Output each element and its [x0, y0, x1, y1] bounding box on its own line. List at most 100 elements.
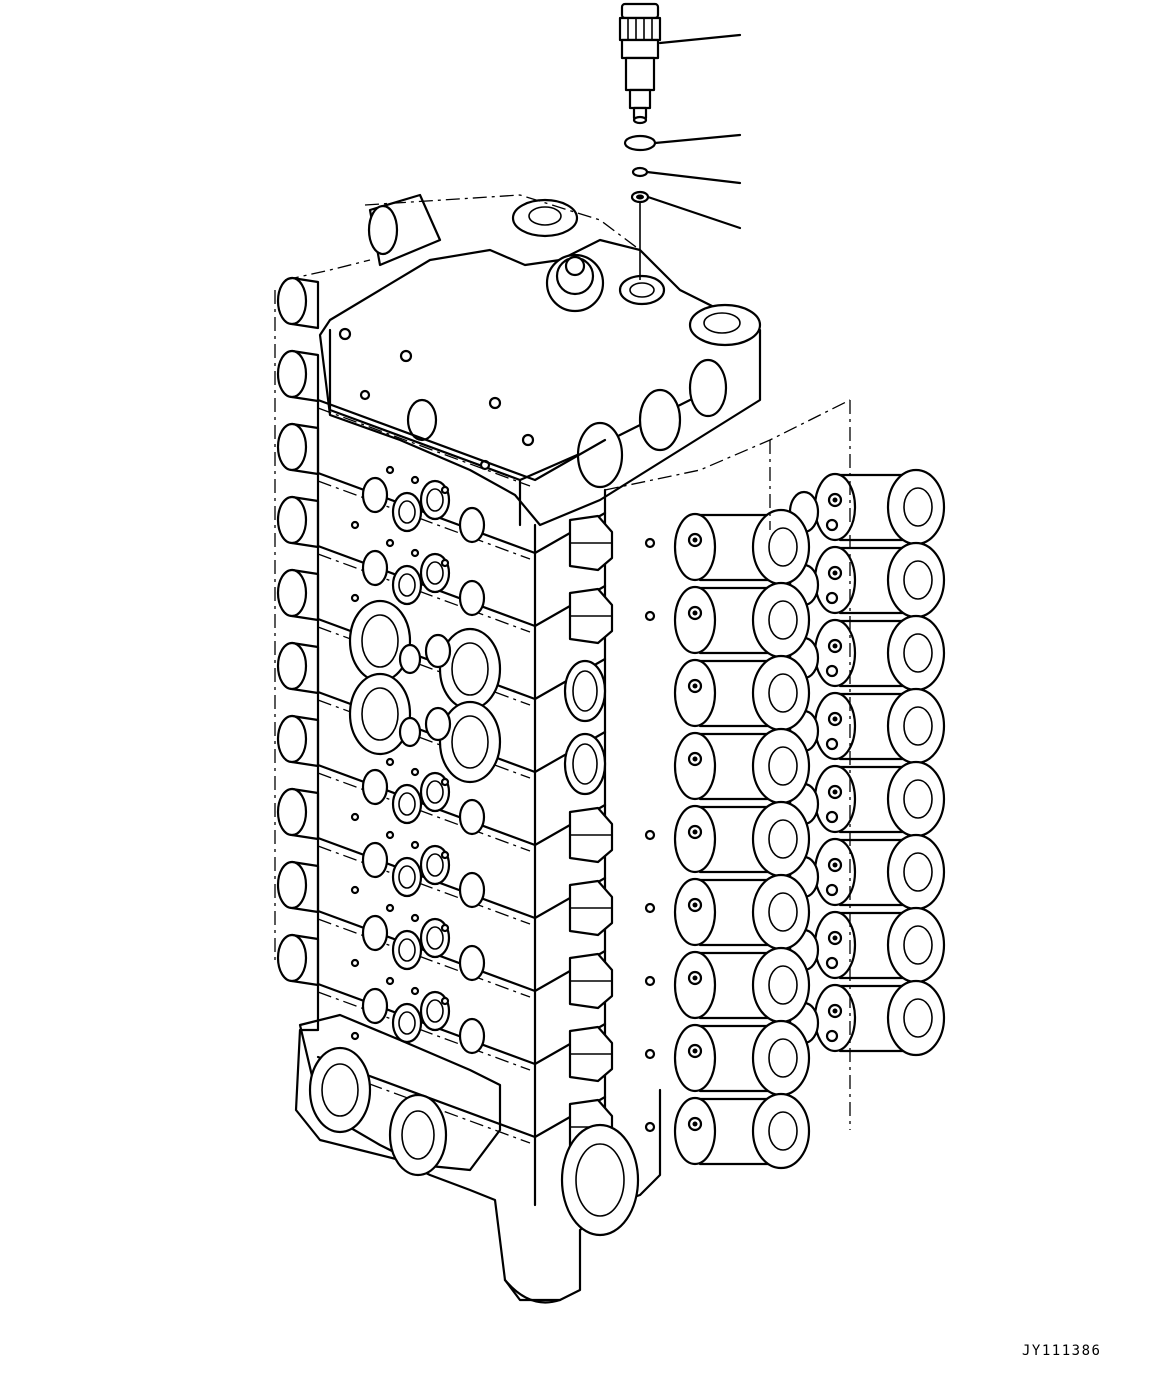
solenoid-end-cap [751, 873, 811, 951]
bolt-hole [440, 850, 450, 860]
port [361, 476, 389, 514]
solenoid-end-cap [751, 727, 811, 805]
section-phantom [317, 553, 531, 633]
solenoid-end-bore [768, 527, 798, 567]
solenoid-end-bore [903, 925, 933, 965]
bolt-hole [350, 593, 360, 603]
solenoid-end-cap [751, 581, 811, 659]
section-divider [316, 909, 607, 993]
solenoid-end-cap [751, 800, 811, 878]
side-plug-body [290, 276, 320, 330]
section-phantom [317, 918, 531, 998]
side-plug-body [290, 860, 320, 914]
bolt-hole [410, 475, 420, 485]
seal-port-bore [398, 1011, 416, 1035]
solenoid-valve [673, 508, 811, 586]
solenoid-pin [692, 610, 698, 616]
callout-leaders [645, 33, 742, 230]
port [458, 506, 486, 544]
port [361, 987, 389, 1025]
side-plug-body [290, 568, 320, 622]
solenoid-valve [673, 800, 811, 878]
solenoid-end-bore [903, 560, 933, 600]
front-port [563, 732, 607, 796]
solenoid-pin [832, 935, 838, 941]
solenoid-valve [813, 979, 946, 1057]
bolt-hole [385, 903, 395, 913]
mount-bolt [825, 664, 839, 678]
bolt-hole [350, 885, 360, 895]
bolt-hole [350, 520, 360, 530]
large-port [438, 700, 502, 784]
section-divider [316, 836, 607, 920]
solenoid-valve [673, 873, 811, 951]
seal-port-bore [426, 999, 444, 1023]
hex-plug-bolt [644, 1121, 656, 1133]
bolt-hole [385, 976, 395, 986]
bolt-hole [410, 913, 420, 923]
callout-leader-3 [645, 170, 742, 185]
solenoid-end-cap [751, 1092, 811, 1170]
solenoid-end-bore [903, 487, 933, 527]
solenoid-valve [673, 654, 811, 732]
bolt-hole [410, 548, 420, 558]
front-port-bore [572, 670, 598, 712]
solenoid-end-cap [886, 541, 946, 619]
large-port [348, 599, 412, 683]
valve-body [294, 193, 762, 1302]
solenoid-valve [673, 1019, 811, 1097]
solenoid-pin [692, 829, 698, 835]
mount-bolt [825, 591, 839, 605]
seal-port-bore [398, 792, 416, 816]
seal-port-bore [398, 865, 416, 889]
large-port-bore [451, 642, 489, 696]
bolt-hole [350, 1031, 360, 1041]
section-phantom [317, 991, 531, 1071]
front-hex-plugs [563, 514, 656, 1156]
solenoid-end-cap [886, 833, 946, 911]
large-port [438, 627, 502, 711]
solenoid-pin [692, 1048, 698, 1054]
seal-port-bore [426, 926, 444, 950]
section-phantom [317, 407, 531, 487]
mount-bolt [825, 883, 839, 897]
solenoid-end-cap [751, 946, 811, 1024]
small-port [398, 643, 422, 675]
solenoid-pin [692, 975, 698, 981]
port [458, 579, 486, 617]
solenoid-valve [813, 687, 946, 765]
section-phantom [317, 845, 531, 925]
hex-plug-bolt [644, 829, 656, 841]
solenoid-valve [673, 1092, 811, 1170]
solenoid-end-bore [903, 779, 933, 819]
mount-bolt [825, 737, 839, 751]
seal-port [391, 929, 423, 971]
solenoid-end-bore [903, 633, 933, 673]
bottom-inlet-block [298, 1013, 640, 1304]
seal-port [391, 491, 423, 533]
bolt-hole [350, 958, 360, 968]
solenoid-pin [832, 1008, 838, 1014]
small-port [398, 716, 422, 748]
side-plug-cap [276, 641, 308, 691]
large-port-bore [361, 614, 399, 668]
port [458, 1017, 486, 1055]
solenoid-pin [832, 789, 838, 795]
solenoid-end-cap [886, 468, 946, 546]
bolt-hole [385, 830, 395, 840]
side-plug-cap [276, 349, 308, 399]
section-phantom [317, 480, 531, 560]
solenoid-pin [692, 1121, 698, 1127]
seal-port-bore [398, 938, 416, 962]
side-plug-body [290, 933, 320, 987]
port [361, 549, 389, 587]
solenoid-valve [813, 833, 946, 911]
side-plug-body [290, 787, 320, 841]
relief-valve-cartridge [618, 2, 662, 125]
bolt-hole [385, 465, 395, 475]
port [361, 841, 389, 879]
large-port-bore [361, 687, 399, 741]
seal-port-bore [426, 561, 444, 585]
